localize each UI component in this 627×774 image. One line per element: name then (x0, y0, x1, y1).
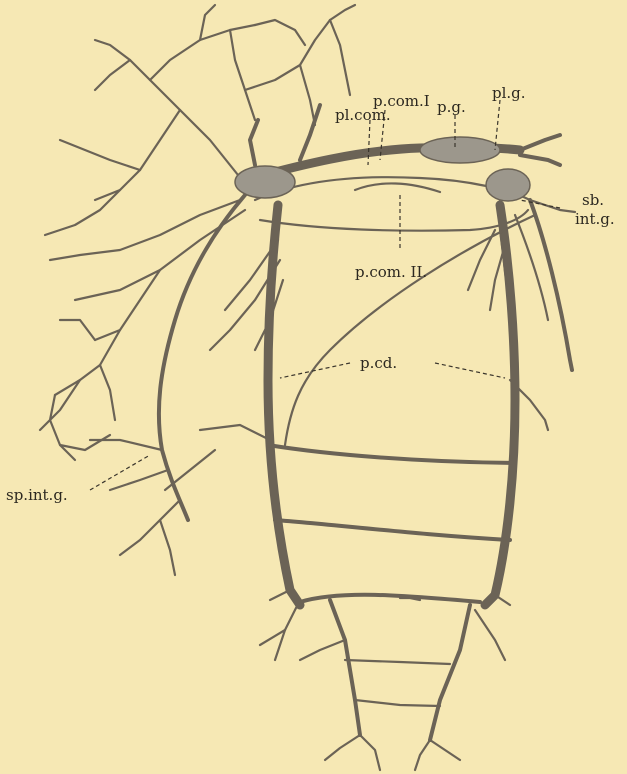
pleural-ganglion-left (235, 166, 295, 198)
label-p-cd: p.cd. (360, 354, 397, 372)
label-pl-com: pl.com. (335, 106, 391, 124)
posterior-branches (260, 598, 505, 770)
pedal-ganglion (420, 137, 500, 163)
commissure-ring (235, 105, 560, 231)
label-p-com-2: p.com. II. (355, 263, 427, 281)
label-int-g: int.g. (575, 210, 615, 228)
left-lateral-trunk (90, 195, 270, 575)
label-sp-int-g: sp.int.g. (6, 486, 68, 504)
pleural-ganglion-right (486, 169, 530, 201)
label-sb: sb. (582, 191, 604, 209)
label-pl-g: pl.g. (492, 84, 526, 102)
label-p-g: p.g. (437, 98, 466, 116)
left-nerve-network (40, 5, 355, 460)
